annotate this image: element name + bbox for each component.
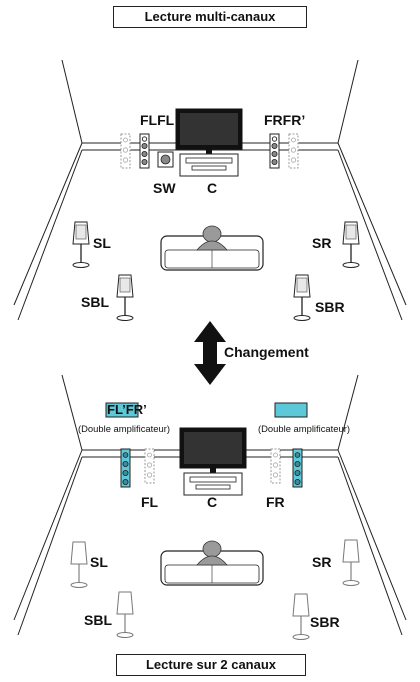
label-fl-bottom: FL — [141, 494, 159, 510]
front-right-speaker-icon — [269, 133, 280, 169]
bottom-title: Lecture sur 2 canaux — [116, 654, 306, 676]
front-left-height-speaker-icon — [120, 133, 131, 169]
front-right-height-speaker-icon — [288, 133, 299, 169]
bi-amp-left-box — [105, 402, 139, 418]
top-room: FLFL FRFR’ SW C SL SR SBL SBR — [13, 59, 407, 322]
label-sl-bottom: SL — [90, 554, 108, 570]
top-title: Lecture multi-canaux — [113, 6, 307, 28]
label-sr: SR — [312, 235, 331, 251]
label-fr-pair: FRFR’ — [264, 112, 305, 128]
label-sbl-bottom: SBL — [84, 612, 112, 628]
surround-back-left-speaker-icon — [116, 274, 134, 322]
label-bi-amp-right: (Double amplificateur) — [258, 424, 350, 434]
label-sr-bottom: SR — [312, 554, 331, 570]
front-right-ghost-speaker-icon — [270, 448, 281, 484]
switch-arrow-icon — [194, 321, 226, 385]
sofa-listener-icon-bottom — [160, 540, 264, 586]
bottom-room: FL’FR’ (Double amplificateur) (Double am… — [13, 374, 407, 641]
subwoofer-icon — [157, 151, 174, 168]
surround-right-speaker-icon-bottom — [342, 539, 360, 587]
surround-right-speaker-icon — [342, 221, 360, 269]
surround-back-left-speaker-icon-bottom — [116, 591, 134, 639]
sofa-listener-icon — [160, 225, 264, 271]
label-sbr: SBR — [315, 299, 345, 315]
surround-left-speaker-icon — [72, 221, 90, 269]
surround-back-right-speaker-icon — [293, 274, 311, 322]
label-changement: Changement — [224, 344, 309, 360]
front-left-ghost-speaker-icon — [144, 448, 155, 484]
label-center-bottom: C — [207, 494, 217, 510]
surround-left-speaker-icon-bottom — [70, 541, 88, 589]
label-fr-bottom: FR — [266, 494, 285, 510]
tv-icon-bottom — [179, 427, 247, 496]
front-left-biamp-speaker-icon — [120, 448, 131, 488]
front-left-speaker-icon — [139, 133, 150, 169]
label-sbl: SBL — [81, 294, 109, 310]
bi-amp-right-box — [274, 402, 308, 418]
surround-back-right-speaker-icon-bottom — [292, 593, 310, 641]
front-right-biamp-speaker-icon — [292, 448, 303, 488]
label-fl-fr-prime: FL’FR’ — [107, 402, 147, 417]
label-sw: SW — [153, 180, 176, 196]
tv-icon — [175, 108, 243, 177]
label-fl-pair: FLFL — [140, 112, 175, 128]
label-sl: SL — [93, 235, 111, 251]
label-center: C — [207, 180, 217, 196]
label-sbr-bottom: SBR — [310, 614, 340, 630]
label-bi-amp-left: (Double amplificateur) — [78, 424, 170, 434]
